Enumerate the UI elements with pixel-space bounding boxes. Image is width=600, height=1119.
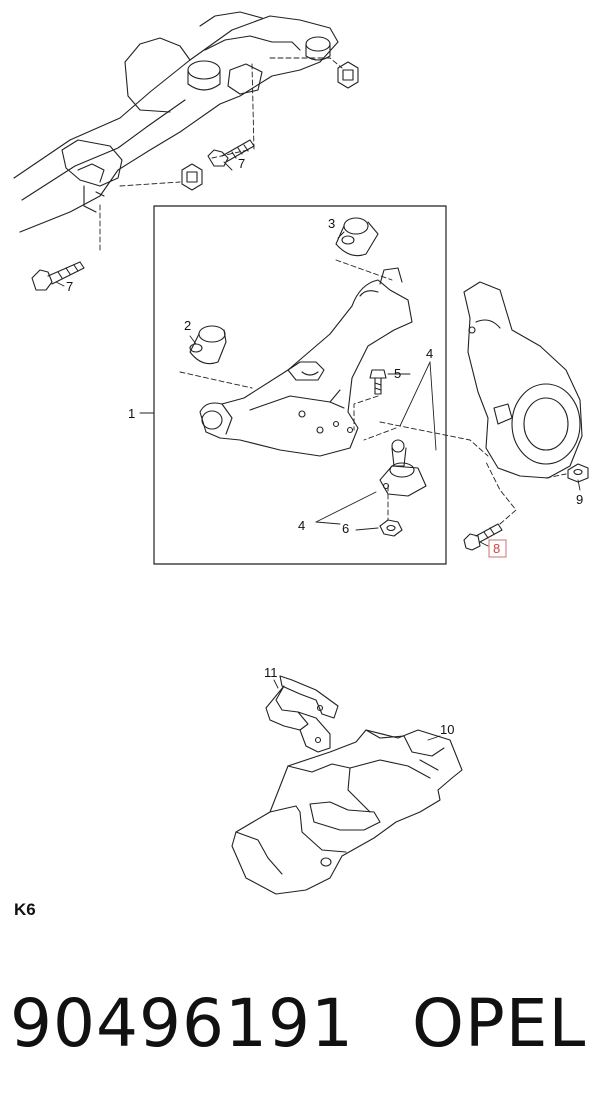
cover-10 bbox=[231, 729, 463, 895]
callout-2: 2 bbox=[184, 318, 191, 333]
nut-9-guide bbox=[545, 473, 567, 479]
ball-joint-4 bbox=[379, 439, 427, 497]
page-code: K6 bbox=[14, 900, 36, 919]
callout-8-box bbox=[488, 539, 507, 558]
bracket-11 bbox=[265, 675, 339, 753]
cage-nut-upper bbox=[337, 61, 359, 89]
bolt-7-upper bbox=[207, 139, 255, 167]
callout-7-upper: 7 bbox=[238, 156, 245, 171]
callout-4-upper: 4 bbox=[426, 346, 433, 361]
callout-leaders bbox=[55, 161, 581, 547]
subframe-crossmember bbox=[13, 11, 339, 233]
part-number: 90496191 bbox=[10, 985, 354, 1062]
detail-frame bbox=[153, 205, 447, 565]
callout-6: 6 bbox=[342, 521, 349, 536]
bushing-3 bbox=[335, 217, 379, 257]
callout-8-highlight[interactable]: 8 bbox=[488, 539, 507, 558]
callout-3: 3 bbox=[328, 216, 335, 231]
bushing-2 bbox=[189, 325, 227, 365]
arm-guide-lines bbox=[179, 259, 489, 521]
bolt-5 bbox=[369, 369, 387, 395]
callout-1: 1 bbox=[128, 406, 135, 421]
callout-labels: 1 2 3 4 4 5 6 7 7 9 10 11 bbox=[66, 156, 583, 737]
callout-11: 11 bbox=[264, 665, 278, 680]
callout-7-lower: 7 bbox=[66, 279, 73, 294]
callout-8: 8 bbox=[493, 541, 500, 556]
steering-knuckle bbox=[463, 281, 583, 479]
bolt-8-guide bbox=[485, 461, 517, 525]
callout-9: 9 bbox=[576, 492, 583, 507]
lower-control-arm bbox=[199, 267, 413, 457]
brand-name: OPEL bbox=[412, 985, 587, 1062]
lower-callout-leaders bbox=[273, 679, 441, 741]
nut-6 bbox=[379, 519, 403, 537]
callout-4-lower: 4 bbox=[298, 518, 305, 533]
nut-9 bbox=[567, 463, 589, 483]
footer: 90496191 OPEL bbox=[0, 985, 600, 1075]
cage-nut-lower bbox=[181, 163, 203, 191]
subframe-guide-lines bbox=[99, 57, 343, 251]
callout-10: 10 bbox=[440, 722, 454, 737]
callout-5: 5 bbox=[394, 366, 401, 381]
bolt-8 bbox=[463, 523, 503, 551]
bolt-7-lower bbox=[31, 261, 85, 291]
